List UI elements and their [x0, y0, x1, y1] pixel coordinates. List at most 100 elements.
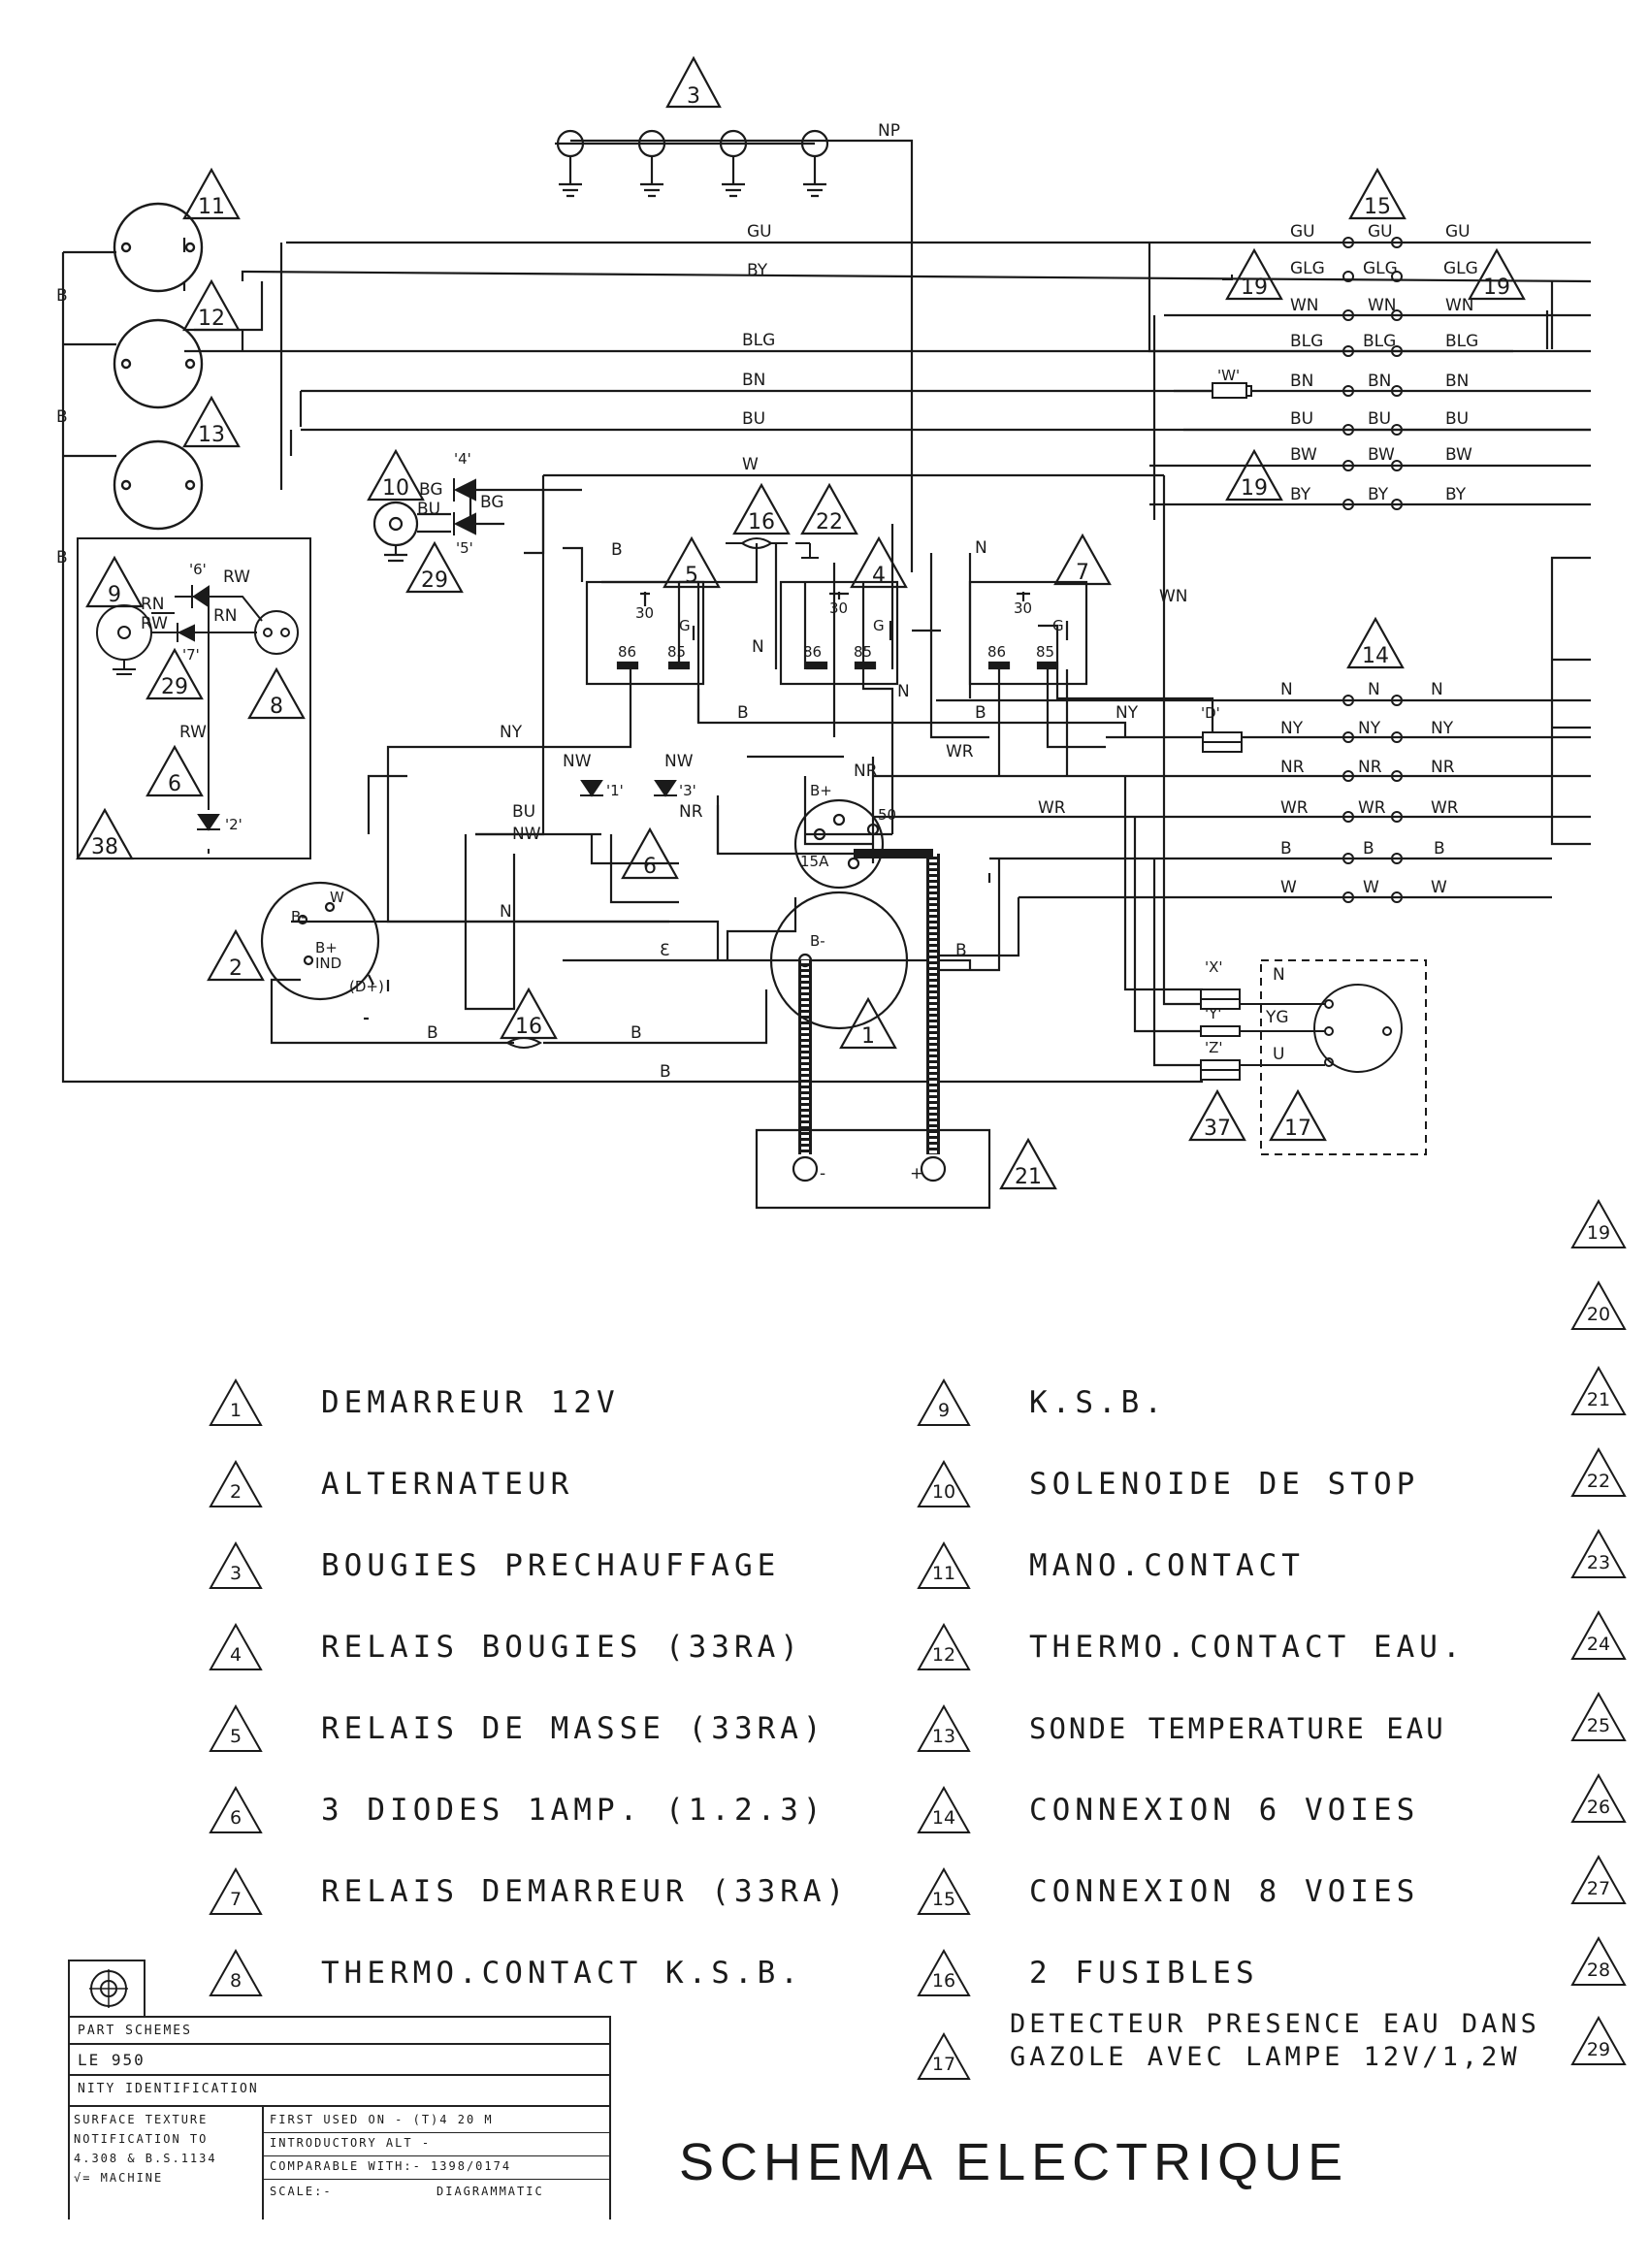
sensor-13 — [113, 439, 204, 531]
relay-pin-labels: 30 86 85 G 30 86 85 G 30 86 85 G — [618, 599, 1064, 661]
svg-text:'2': '2' — [225, 816, 242, 833]
legend-text: 3 DIODES 1AMP. (1.2.3) — [321, 1793, 826, 1828]
wire-label-wr-b: WR — [1358, 798, 1386, 818]
svg-text:'3': '3' — [679, 782, 696, 799]
legend-triangle-icon: 8 — [209, 1949, 263, 1997]
tb-scale-value: DIAGRAMMATIC — [436, 2185, 544, 2198]
battery-cables — [798, 849, 940, 1154]
svg-text:'6': '6' — [189, 561, 207, 578]
connector-pins — [1342, 237, 1403, 903]
wire-label-glg-b: GLG — [1363, 259, 1398, 278]
legend-triangle-icon: 11 — [917, 1541, 971, 1590]
tb-scale-label: SCALE:- — [270, 2185, 333, 2198]
svg-text:G: G — [1052, 617, 1064, 634]
side-marker-22: 22 — [1569, 1446, 1628, 1498]
svg-text:29: 29 — [421, 568, 448, 593]
svg-text:85: 85 — [667, 643, 686, 661]
diode-4 — [453, 478, 476, 502]
wire-label-b-fuse-r: B — [630, 1023, 642, 1043]
wire-label-gu-b: GU — [1368, 222, 1393, 242]
svg-text:'7': '7' — [182, 646, 200, 664]
marker-5 — [663, 535, 721, 589]
marker-19a — [1225, 247, 1283, 301]
diode-5 — [453, 512, 476, 535]
svg-text:B+: B+ — [810, 782, 832, 799]
wire-label-bu: BU — [742, 409, 765, 429]
alternator — [260, 881, 380, 1001]
wire-label-wr-c: WR — [1431, 798, 1459, 818]
marker-29b — [146, 647, 204, 700]
legend-text: ALTERNATEUR — [321, 1467, 574, 1502]
legend-item-8: 8 THERMO.CONTACT K.S.B. — [209, 1944, 803, 2002]
wire-label-wr-mid: WR — [946, 742, 974, 761]
marker-12 — [182, 278, 241, 332]
legend-text: THERMO.CONTACT EAU. — [1029, 1630, 1466, 1665]
battery — [755, 1128, 991, 1210]
svg-text:22: 22 — [816, 510, 843, 535]
wire-label-nw-d3: NW — [664, 752, 694, 771]
wire-label-wr-mid2: WR — [1038, 798, 1066, 818]
legend-text: RELAIS DEMARREUR (33RA) — [321, 1874, 850, 1909]
legend-triangle-icon: 17 — [917, 2032, 971, 2081]
wire-label-bn-b: BN — [1368, 372, 1391, 391]
marker-19c — [1225, 448, 1283, 502]
wire-label-bg-diode: BG — [480, 493, 504, 512]
legend-triangle-icon: 5 — [209, 1704, 263, 1753]
glow-plug — [800, 129, 829, 198]
wire-label-nr-mid: NR — [854, 761, 878, 781]
svg-text:'Z': 'Z' — [1205, 1039, 1223, 1056]
svg-text:'W': 'W' — [1217, 367, 1240, 384]
svg-text:IND: IND — [315, 955, 341, 972]
marker-14 — [1346, 616, 1405, 669]
svg-text:19: 19 — [1483, 275, 1510, 300]
wire-label-n-c: N — [1431, 680, 1443, 699]
wire-label-wn-c: WN — [1445, 296, 1474, 315]
marker-22 — [800, 482, 858, 535]
legend-item-12: 12 THERMO.CONTACT EAU. — [917, 1618, 1466, 1676]
wire-label-nr-a: NR — [1280, 758, 1305, 777]
marker-8 — [247, 666, 306, 720]
wire-label-n-a: N — [1280, 680, 1293, 699]
legend-text: K.S.B. — [1029, 1385, 1167, 1420]
wire-label-gu-a: GU — [1290, 222, 1315, 242]
svg-text:9: 9 — [108, 583, 121, 607]
marker-16b — [500, 987, 558, 1040]
svg-text:16: 16 — [748, 510, 775, 535]
svg-text:2: 2 — [229, 956, 242, 981]
wire-label-nw-d1: NW — [563, 752, 592, 771]
marker-21 — [999, 1137, 1057, 1190]
legend-triangle-icon: 4 — [209, 1623, 263, 1671]
legend-item-5: 5 RELAIS DE MASSE (33RA) — [209, 1700, 826, 1758]
legend-triangle-icon: 13 — [917, 1704, 971, 1753]
wire-label-bn: BN — [742, 371, 765, 390]
svg-text:G: G — [679, 617, 691, 634]
wire-label-ny-c: NY — [1431, 719, 1454, 738]
legend-text: BOUGIES PRECHAUFFAGE — [321, 1548, 781, 1583]
marker-17 — [1269, 1088, 1327, 1142]
wire-label-ny-a: NY — [1280, 719, 1304, 738]
svg-text:6: 6 — [643, 855, 657, 879]
marker-7 — [1053, 533, 1112, 586]
wire-label-w-c: W — [1431, 878, 1447, 897]
wire-label-glg-c: GLG — [1443, 259, 1478, 278]
wire-label-bu-left: BU — [512, 802, 535, 822]
wire-label-wn-a: WN — [1290, 296, 1319, 315]
marker-4 — [850, 535, 908, 589]
wire-label-bu-b: BU — [1368, 409, 1391, 429]
legend-text: RELAIS BOUGIES (33RA) — [321, 1630, 803, 1665]
side-marker-23: 23 — [1569, 1528, 1628, 1579]
legend-triangle-icon: 6 — [209, 1786, 263, 1834]
svg-text:19: 19 — [1241, 476, 1268, 501]
triangle-numbers: 3 11 12 13 15 19 19 19 10 29 16 22 5 4 7… — [91, 84, 1510, 1189]
side-marker-25: 25 — [1569, 1691, 1628, 1742]
wire-label-u-det: U — [1273, 1045, 1284, 1064]
wire-label-ny-b: NY — [1358, 719, 1381, 738]
marker-37 — [1188, 1088, 1246, 1142]
wire-label-gu-c: GU — [1445, 222, 1471, 242]
legend-text: SOLENOIDE DE STOP — [1029, 1467, 1420, 1502]
title-block: PART SCHEMES LE 950 NITY IDENTIFICATION … — [68, 1960, 611, 2219]
legend-item-15: 15 CONNEXION 8 VOIES — [917, 1863, 1419, 1921]
svg-text:'X': 'X' — [1205, 958, 1223, 976]
svg-text:17: 17 — [1284, 1117, 1311, 1141]
wire-label-w-b: W — [1363, 878, 1379, 897]
